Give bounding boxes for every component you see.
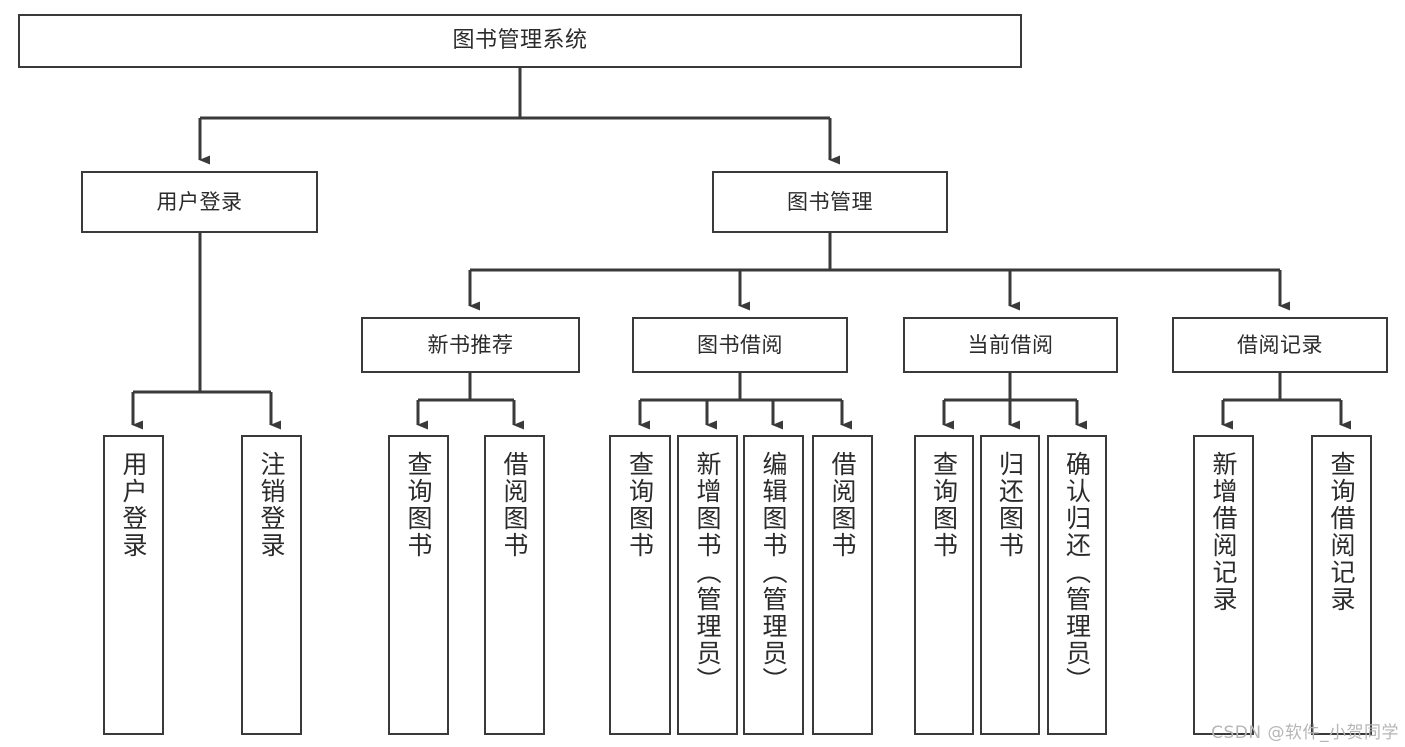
node-leaf-borrow-book[interactable]: 借阅图书 <box>812 435 873 735</box>
node-leaf-user-login[interactable]: 用户登录 <box>103 435 164 735</box>
node-label: 查询图书 <box>625 451 655 559</box>
node-label: 新增图书（管理员） <box>693 451 722 694</box>
node-current-borrow[interactable]: 当前借阅 <box>903 317 1118 373</box>
node-leaf-query-book-borrow[interactable]: 查询图书 <box>609 435 671 735</box>
node-label: 查询借阅记录 <box>1327 451 1356 613</box>
node-label: 编辑图书（管理员） <box>759 451 788 694</box>
node-label: 查询图书 <box>404 451 433 559</box>
node-label: 借阅图书 <box>828 451 857 559</box>
node-leaf-logout-login[interactable]: 注销登录 <box>241 435 302 735</box>
node-leaf-edit-book[interactable]: 编辑图书（管理员） <box>743 435 804 735</box>
node-borrow-record[interactable]: 借阅记录 <box>1172 317 1388 373</box>
node-label: 新书推荐 <box>427 332 514 357</box>
node-root-system[interactable]: 图书管理系统 <box>18 14 1022 68</box>
node-leaf-borrow-book-recommend[interactable]: 借阅图书 <box>484 435 545 735</box>
node-label: 借阅记录 <box>1237 332 1323 357</box>
node-leaf-query-borrow-record[interactable]: 查询借阅记录 <box>1311 435 1372 735</box>
node-leaf-confirm-return[interactable]: 确认归还（管理员） <box>1047 435 1107 735</box>
node-leaf-return-book[interactable]: 归还图书 <box>980 435 1040 735</box>
node-leaf-add-book[interactable]: 新增图书（管理员） <box>677 435 738 735</box>
node-label: 图书借阅 <box>697 332 783 357</box>
node-label: 用户登录 <box>119 451 148 559</box>
node-label: 新增借阅记录 <box>1209 451 1238 613</box>
node-leaf-add-borrow-record[interactable]: 新增借阅记录 <box>1193 435 1254 735</box>
node-label: 归还图书 <box>995 451 1025 559</box>
node-user-login[interactable]: 用户登录 <box>81 171 318 233</box>
node-label: 当前借阅 <box>967 332 1054 357</box>
node-label: 图书管理系统 <box>452 28 588 54</box>
node-label: 用户登录 <box>156 189 243 214</box>
node-label: 确认归还（管理员） <box>1062 451 1092 694</box>
node-leaf-query-book-current[interactable]: 查询图书 <box>914 435 974 735</box>
node-label: 借阅图书 <box>500 451 529 559</box>
node-label: 注销登录 <box>257 451 286 559</box>
node-label: 图书管理 <box>787 189 873 214</box>
node-book-borrow[interactable]: 图书借阅 <box>632 317 848 373</box>
node-new-book-recommend[interactable]: 新书推荐 <box>361 317 580 373</box>
node-book-management[interactable]: 图书管理 <box>712 171 948 233</box>
node-label: 查询图书 <box>929 451 959 559</box>
csdn-watermark: CSDN @软件_小贺同学 <box>1211 723 1399 743</box>
node-leaf-query-book-recommend[interactable]: 查询图书 <box>388 435 449 735</box>
